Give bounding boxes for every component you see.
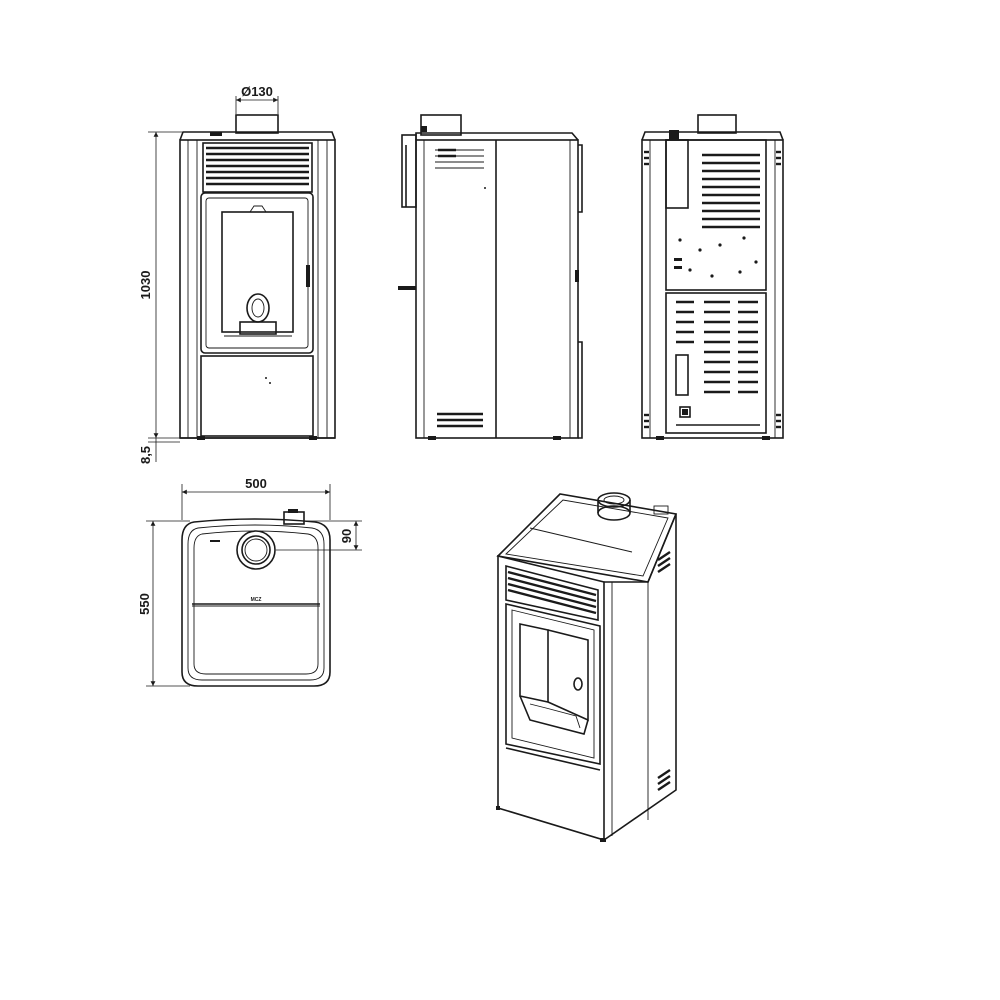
height-label: 1030 <box>138 271 153 300</box>
top-cap <box>179 131 336 141</box>
side-body <box>415 139 579 439</box>
back-top-module <box>665 139 689 209</box>
lower-panel <box>200 355 314 437</box>
back-upper-vents <box>702 153 760 229</box>
back-body <box>641 139 784 439</box>
side-bottom-vents <box>437 412 483 428</box>
flue-offset-label: 90 <box>339 529 354 543</box>
plan-view: MCZ <box>181 509 331 687</box>
plan-brand-mark: MCZ <box>251 597 262 603</box>
plan-dimensions: 500 550 90 <box>137 476 362 687</box>
back-edge-slots <box>644 150 781 429</box>
plan-flue-collar <box>236 530 276 570</box>
side-view <box>398 114 583 440</box>
front-grille <box>202 142 313 193</box>
rear-module <box>401 134 417 208</box>
side-flue-pipe <box>420 114 462 136</box>
persp-door <box>505 602 601 765</box>
persp-side-vents <box>657 551 671 791</box>
depth-label: 550 <box>137 593 152 615</box>
side-top-vents <box>435 148 484 169</box>
firebox <box>221 211 294 333</box>
back-lower-vents <box>676 300 758 394</box>
back-power-socket <box>679 406 691 418</box>
width-label: 500 <box>245 476 267 491</box>
rear-connector <box>398 286 416 290</box>
persp-flue-collar <box>597 505 631 521</box>
door-handle <box>306 265 310 287</box>
front-dimensions: Ø130 1030 8,5 <box>138 84 279 464</box>
flue-pipe <box>235 114 279 134</box>
persp-top-surface <box>496 493 678 583</box>
persp-side-face <box>603 513 677 841</box>
persp-grille <box>505 564 599 621</box>
back-service-slot <box>675 354 689 396</box>
front-door <box>200 192 314 354</box>
back-view <box>641 114 784 440</box>
burner-flame-opening <box>246 293 270 323</box>
back-upper-panel <box>665 139 767 291</box>
foot-height-label: 8,5 <box>138 446 153 464</box>
back-flue-pipe <box>697 114 737 134</box>
back-lower-panel <box>665 292 767 434</box>
flue-diameter-label: Ø130 <box>241 84 273 99</box>
plan-rear-module <box>283 511 305 525</box>
perspective-view <box>496 492 678 842</box>
plan-outer-outline <box>181 518 331 687</box>
side-top-cap <box>415 132 579 141</box>
front-view <box>179 114 336 440</box>
back-upper-holes <box>674 236 758 278</box>
